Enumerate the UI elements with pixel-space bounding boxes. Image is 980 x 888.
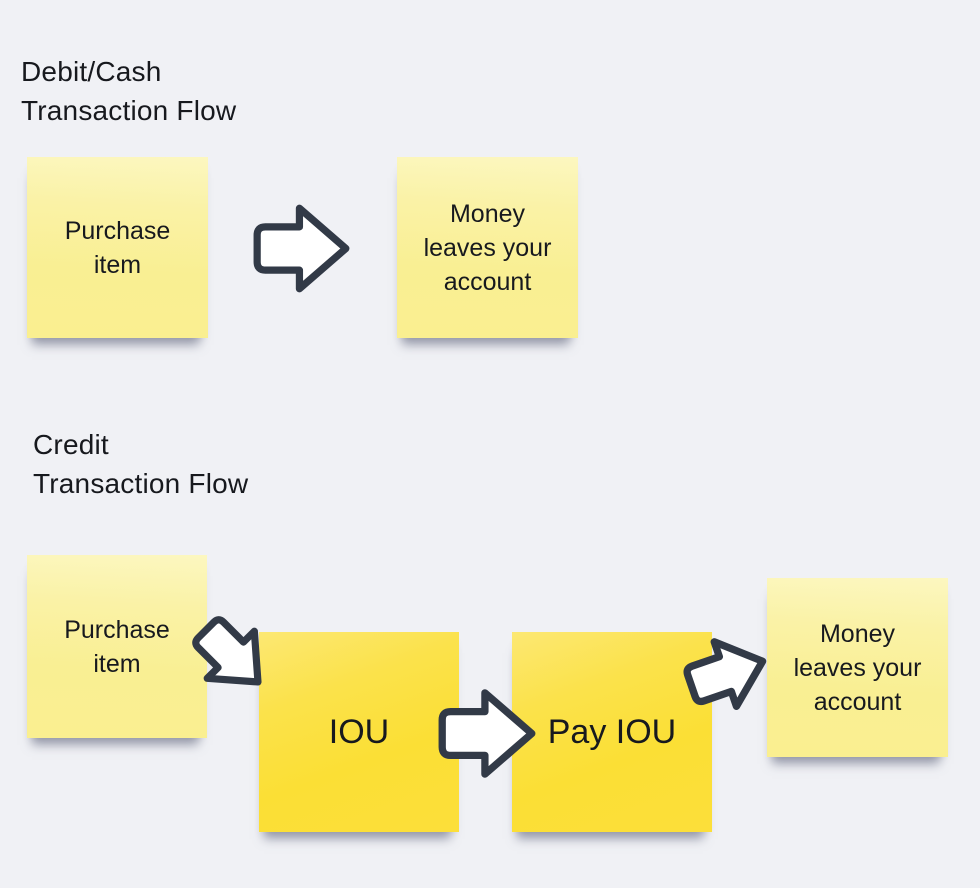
sticky-note-iou: IOU (259, 632, 459, 832)
arrow-right-icon (252, 202, 351, 295)
sticky-note-purchase-item-credit: Purchase item (27, 555, 207, 738)
arrow-right-icon (437, 687, 537, 780)
debit-flow-title-line2: Transaction Flow (21, 95, 237, 126)
note-label: Pay IOU (547, 713, 677, 751)
sticky-note-money-leaves-debit: Money leaves your account (397, 157, 578, 338)
debit-flow-title-line1: Debit/Cash (21, 56, 162, 87)
note-label: Money leaves your account (793, 619, 922, 716)
sticky-note-purchase-item-debit: Purchase item (27, 157, 208, 338)
note-label: Purchase item (64, 615, 170, 678)
note-label: Money leaves your account (423, 199, 552, 296)
sticky-note-pay-iou: Pay IOU (512, 632, 712, 832)
note-label: Purchase item (64, 216, 171, 279)
debit-flow-title: Debit/Cash Transaction Flow (21, 52, 236, 130)
sticky-note-money-leaves-credit: Money leaves your account (767, 578, 948, 757)
credit-flow-title-line1: Credit (33, 429, 109, 460)
credit-flow-title-line2: Transaction Flow (33, 468, 249, 499)
note-label: IOU (328, 713, 390, 751)
credit-flow-title: Credit Transaction Flow (33, 425, 248, 503)
